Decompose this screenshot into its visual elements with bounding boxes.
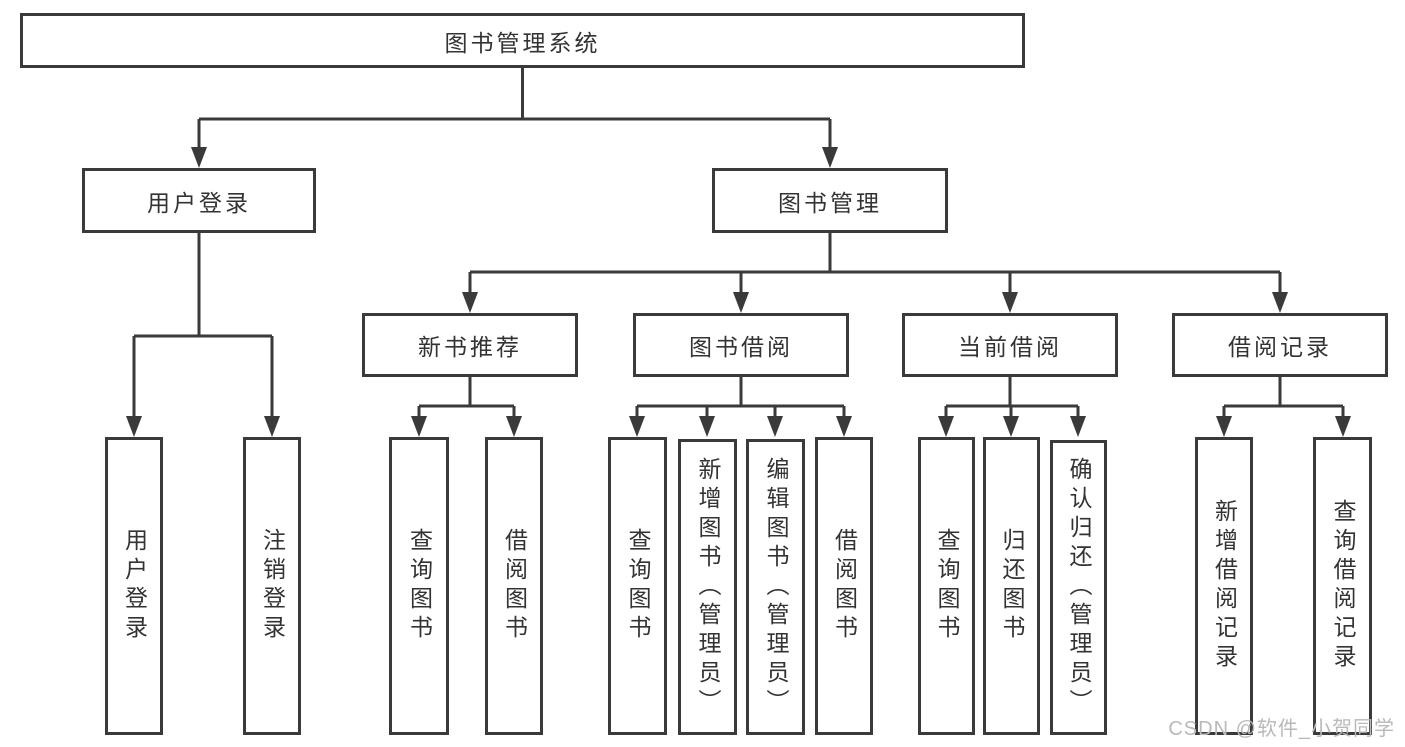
leaf-cb-return-books: 归还图书 — [983, 437, 1040, 735]
node-label: 查询图书 — [625, 528, 651, 644]
node-label: 新增借阅记录 — [1211, 499, 1238, 673]
node-label: 图书借阅 — [689, 334, 793, 360]
leaf-cb-query-books: 查询图书 — [918, 437, 975, 735]
connector-arrowheads — [126, 147, 1351, 437]
node-label: 用户登录 — [121, 528, 148, 644]
node-label: 确认归还（管理员） — [1066, 457, 1092, 718]
node-book-borrowing: 图书借阅 — [633, 313, 849, 377]
node-label: 编辑图书（管理员） — [763, 456, 789, 718]
leaf-nbr-borrow-books: 借阅图书 — [485, 437, 543, 735]
node-label: 借阅图书 — [501, 528, 528, 644]
node-book-management: 图书管理 — [712, 168, 948, 233]
node-label: 图书管理 — [778, 189, 882, 216]
leaf-bb-query-books: 查询图书 — [608, 437, 667, 735]
node-label: 查询图书 — [934, 528, 960, 644]
leaf-user-login: 用户登录 — [105, 437, 163, 735]
leaf-br-query-record: 查询借阅记录 — [1313, 437, 1372, 735]
node-label: 图书管理系统 — [444, 29, 601, 56]
node-label: 新书推荐 — [418, 334, 522, 360]
node-new-book-recommend: 新书推荐 — [362, 313, 578, 377]
node-label: 注销登录 — [259, 528, 286, 644]
node-label: 当前借阅 — [958, 334, 1062, 360]
node-borrowing-records: 借阅记录 — [1172, 313, 1388, 377]
node-label: 新增图书（管理员） — [695, 456, 721, 718]
leaf-cb-confirm-return-admin: 确认归还（管理员） — [1050, 440, 1107, 735]
leaf-logout: 注销登录 — [243, 437, 301, 735]
node-label: 借阅记录 — [1228, 334, 1332, 360]
leaf-bb-add-book-admin: 新增图书（管理员） — [678, 439, 737, 735]
node-label: 查询图书 — [406, 528, 433, 644]
node-library-management-system: 图书管理系统 — [20, 13, 1025, 68]
leaf-bb-edit-book-admin: 编辑图书（管理员） — [746, 439, 805, 735]
node-label: 借阅图书 — [831, 528, 858, 644]
node-label: 查询借阅记录 — [1330, 499, 1356, 673]
node-current-borrowing: 当前借阅 — [902, 313, 1118, 377]
node-label: 用户登录 — [147, 189, 251, 216]
leaf-br-add-record: 新增借阅记录 — [1195, 437, 1253, 735]
node-user-login-branch: 用户登录 — [82, 168, 316, 233]
connector-lines — [132, 68, 1345, 418]
csdn-watermark: CSDN @软件_小贺同学 — [1168, 718, 1395, 740]
node-label: 归还图书 — [999, 528, 1025, 644]
leaf-nbr-query-books: 查询图书 — [389, 437, 449, 735]
leaf-bb-borrow-books: 借阅图书 — [815, 437, 873, 735]
